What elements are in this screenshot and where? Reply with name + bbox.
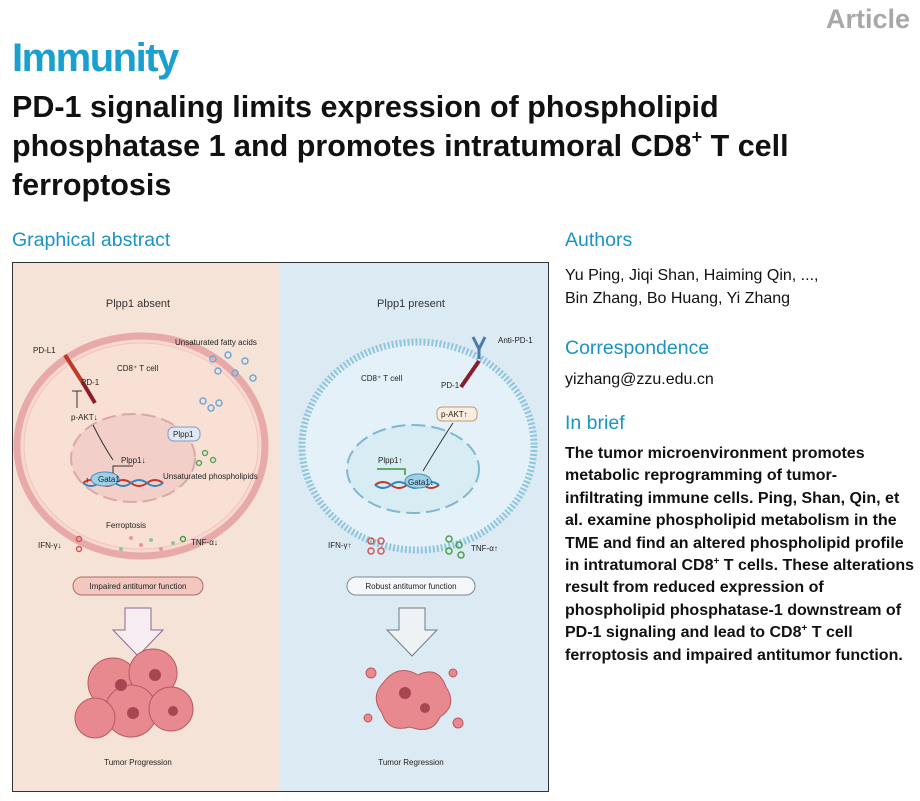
title-text: PD-1 signaling limits expression of phos… (12, 90, 719, 163)
left-transcription-arrow (112, 465, 133, 473)
right-pd1-label: PD-1 (441, 381, 460, 390)
left-pd1-label: PD-1 (81, 378, 100, 387)
graphical-abstract-figure: Plpp1 absent Gata1 ↑ Plpp1↓ PD-L1 PD-1 C… (12, 262, 549, 792)
right-ifn-dots (367, 537, 385, 555)
fatty-acid-dots (199, 351, 257, 412)
right-nucleus (346, 424, 480, 514)
left-tumor-mass (74, 648, 194, 739)
right-pakt-arrow (422, 422, 454, 472)
in-brief-heading: In brief (565, 412, 625, 434)
in-brief-part-3: T cell ferroptosis and impaired antitumo… (565, 624, 903, 664)
left-pakt-arrow (92, 424, 114, 461)
impaired-function-label: Impaired antitumor function (90, 582, 187, 591)
pd1-receptor-right (459, 359, 481, 389)
ferroptosis-debris (119, 536, 175, 551)
left-gata1-arrow: ↑ (85, 475, 90, 485)
left-tnf-dots (179, 535, 187, 543)
pd1-receptor-left (81, 381, 97, 405)
right-transcription-arrow (377, 468, 406, 475)
left-pakt-label: p-AKT↓ (71, 413, 98, 422)
pdl1-receptor (63, 353, 85, 385)
tumor-regression-label: Tumor Regression (378, 758, 444, 767)
in-brief-part-1: The tumor microenvironment promotes meta… (565, 445, 904, 575)
unsaturated-fatty-acids-label: Unsaturated fatty acids (175, 338, 257, 347)
impaired-function-pill (72, 576, 204, 596)
left-ifn-dots (75, 535, 83, 553)
robust-function-label: Robust antitumor function (365, 582, 456, 591)
article-title: PD-1 signaling limits expression of phos… (12, 88, 902, 205)
left-plpp1-box-label: Plpp1 (173, 430, 194, 439)
left-tnf-label: TNF-α↓ (191, 538, 218, 547)
authors-line-1: Yu Ping, Jiqi Shan, Haiming Qin, ..., (565, 267, 819, 284)
left-ifn-label: IFN-γ↓ (38, 541, 62, 550)
pdl1-label: PD-L1 (33, 346, 56, 355)
title-text-end: T cell ferroptosis (12, 129, 789, 202)
graphical-abstract-heading: Graphical abstract (12, 229, 171, 251)
left-plpp1-box (167, 426, 201, 442)
left-down-arrow (111, 607, 165, 657)
journal-name: Immunity (12, 36, 179, 80)
in-brief-part-2: T cells. These alterations result from r… (565, 557, 915, 642)
left-gata1-label: Gata1 (98, 475, 120, 484)
title-superscript: + (691, 127, 703, 147)
anti-pd1-label: Anti-PD-1 (498, 336, 533, 345)
right-ifn-label: IFN-γ↑ (328, 541, 352, 550)
left-gata1-blob (90, 471, 120, 487)
article-type-label: Article (825, 4, 910, 34)
right-tumor-fragments (363, 667, 464, 730)
robust-function-pill (346, 576, 476, 596)
right-pakt-box (436, 406, 478, 422)
right-cd8-label: CD8⁺ T cell (361, 374, 402, 383)
right-panel-title: Plpp1 present (377, 298, 445, 310)
in-brief-sup-1: + (713, 556, 720, 568)
left-panel-title: Plpp1 absent (106, 298, 170, 310)
right-gata1-label: Gata1↓ (408, 478, 434, 487)
right-plpp1-nuclear-label: Plpp1↑ (378, 456, 402, 465)
right-tnf-dots (445, 535, 465, 559)
left-plpp1-nuclear-label: Plpp1↓ (121, 456, 145, 465)
unsaturated-phospholipids-label: Unsaturated phospholipids (163, 472, 258, 481)
tumor-progression-label: Tumor Progression (104, 758, 172, 767)
correspondence-heading: Correspondence (565, 337, 710, 359)
anti-pd1-antibody (471, 336, 487, 359)
in-brief-text: The tumor microenvironment promotes meta… (565, 443, 915, 667)
phospholipid-dots (195, 449, 217, 467)
right-pakt-label: p-AKT↑ (441, 410, 468, 419)
right-down-arrow (385, 607, 439, 657)
in-brief-sup-2: + (801, 623, 808, 635)
right-tnf-label: TNF-α↑ (471, 544, 498, 553)
left-cd8-label: CD8⁺ T cell (117, 364, 158, 373)
right-cell: Gata1↓ Plpp1↑ (298, 338, 538, 554)
authors-heading: Authors (565, 229, 633, 251)
correspondence-email[interactable]: yizhang@zzu.edu.cn (565, 371, 714, 388)
ferroptosis-label: Ferroptosis (106, 521, 146, 530)
authors-line-2: Bin Zhang, Bo Huang, Yi Zhang (565, 290, 791, 307)
right-gata1-blob (404, 473, 432, 489)
